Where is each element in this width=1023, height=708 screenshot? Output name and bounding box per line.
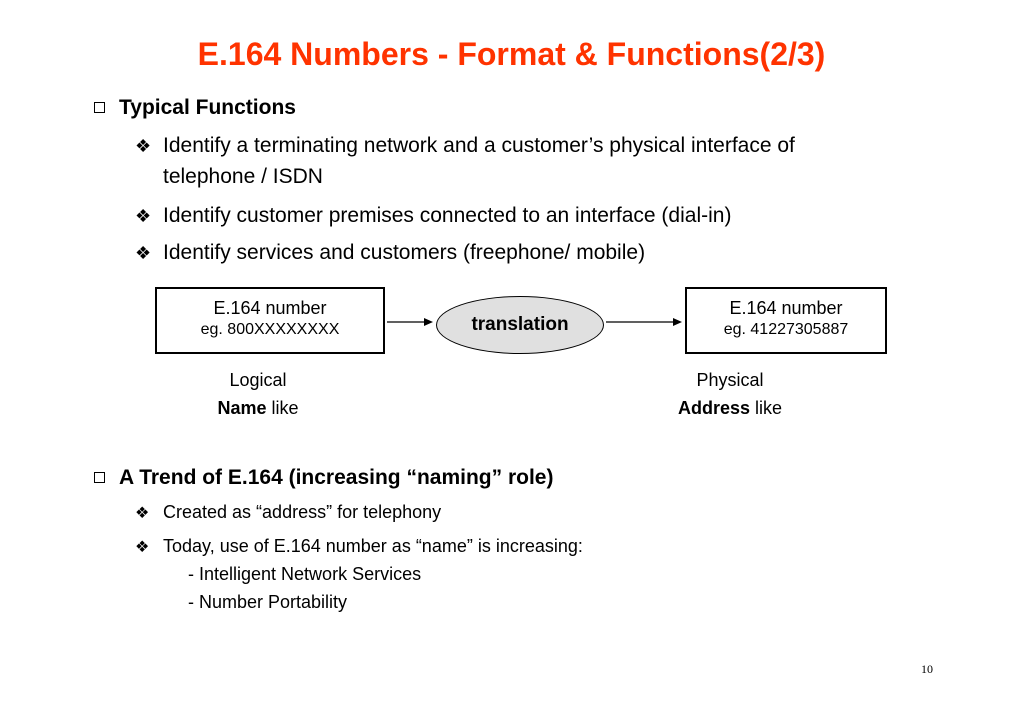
page-number: 10: [921, 662, 933, 676]
list-item-text: Today, use of E.164 number as “name” is …: [163, 536, 583, 556]
list-item: ❖ Identify a terminating network and a cu…: [135, 130, 795, 192]
sub-list-item: - Number Portability: [188, 592, 348, 612]
box-label: E.164 number: [729, 298, 843, 318]
logical-caption: Logical Name like: [198, 366, 318, 422]
logical-number-box: E.164 number eg. 800XXXXXXXX: [155, 287, 385, 354]
box-example: eg. 800XXXXXXXX: [200, 321, 340, 338]
diamond-bullet-icon: ❖: [135, 505, 150, 522]
list-item-text: Identify a terminating network and a cus…: [163, 134, 795, 157]
list-item-text-continuation: telephone / ISDN: [163, 165, 323, 188]
list-item: ❖ Identify customer premises connected to…: [135, 200, 731, 232]
physical-number-box: E.164 number eg. 41227305887: [685, 287, 887, 354]
caption-rest: like: [750, 398, 783, 418]
physical-caption: Physical Address like: [650, 366, 810, 422]
translation-ellipse: translation: [436, 296, 604, 354]
arrow-right-icon: [387, 318, 433, 326]
box-example: eg. 41227305887: [723, 321, 849, 338]
slide-title: E.164 Numbers - Format & Functions(2/3): [197, 36, 826, 72]
diamond-bullet-icon: ❖: [135, 206, 152, 226]
list-item: ❖ Identify services and customers (freeph…: [135, 237, 645, 269]
list-item-text: Identify services and customers (freepho…: [163, 241, 646, 264]
square-bullet-icon: [94, 472, 105, 483]
caption-rest: like: [266, 398, 299, 418]
section-heading-text: A Trend of E.164 (increasing “naming” ro…: [119, 466, 554, 489]
box-label: E.164 number: [213, 298, 327, 318]
section-heading-text: Typical Functions: [119, 96, 296, 119]
caption-bold: Name: [217, 398, 267, 418]
diamond-bullet-icon: ❖: [135, 243, 152, 263]
sub-list-item: - Intelligent Network Services: [188, 564, 422, 584]
square-bullet-icon: [94, 102, 105, 113]
diamond-bullet-icon: ❖: [135, 136, 152, 156]
section-heading-typical-functions: Typical Functions: [94, 95, 296, 121]
list-item: ❖ Today, use of E.164 number as “name” is…: [135, 532, 583, 562]
caption-bold: Address: [677, 398, 750, 418]
diamond-bullet-icon: ❖: [135, 539, 150, 556]
list-item-text: Created as “address” for telephony: [163, 502, 442, 522]
section-heading-trend: A Trend of E.164 (increasing “naming” ro…: [94, 465, 553, 491]
caption-line: Physical: [696, 370, 764, 390]
caption-line: Logical: [229, 370, 287, 390]
list-item: ❖ Created as “address” for telephony: [135, 498, 441, 528]
arrow-right-icon: [606, 318, 682, 326]
list-item-text: Identify customer premises connected to …: [163, 204, 732, 227]
